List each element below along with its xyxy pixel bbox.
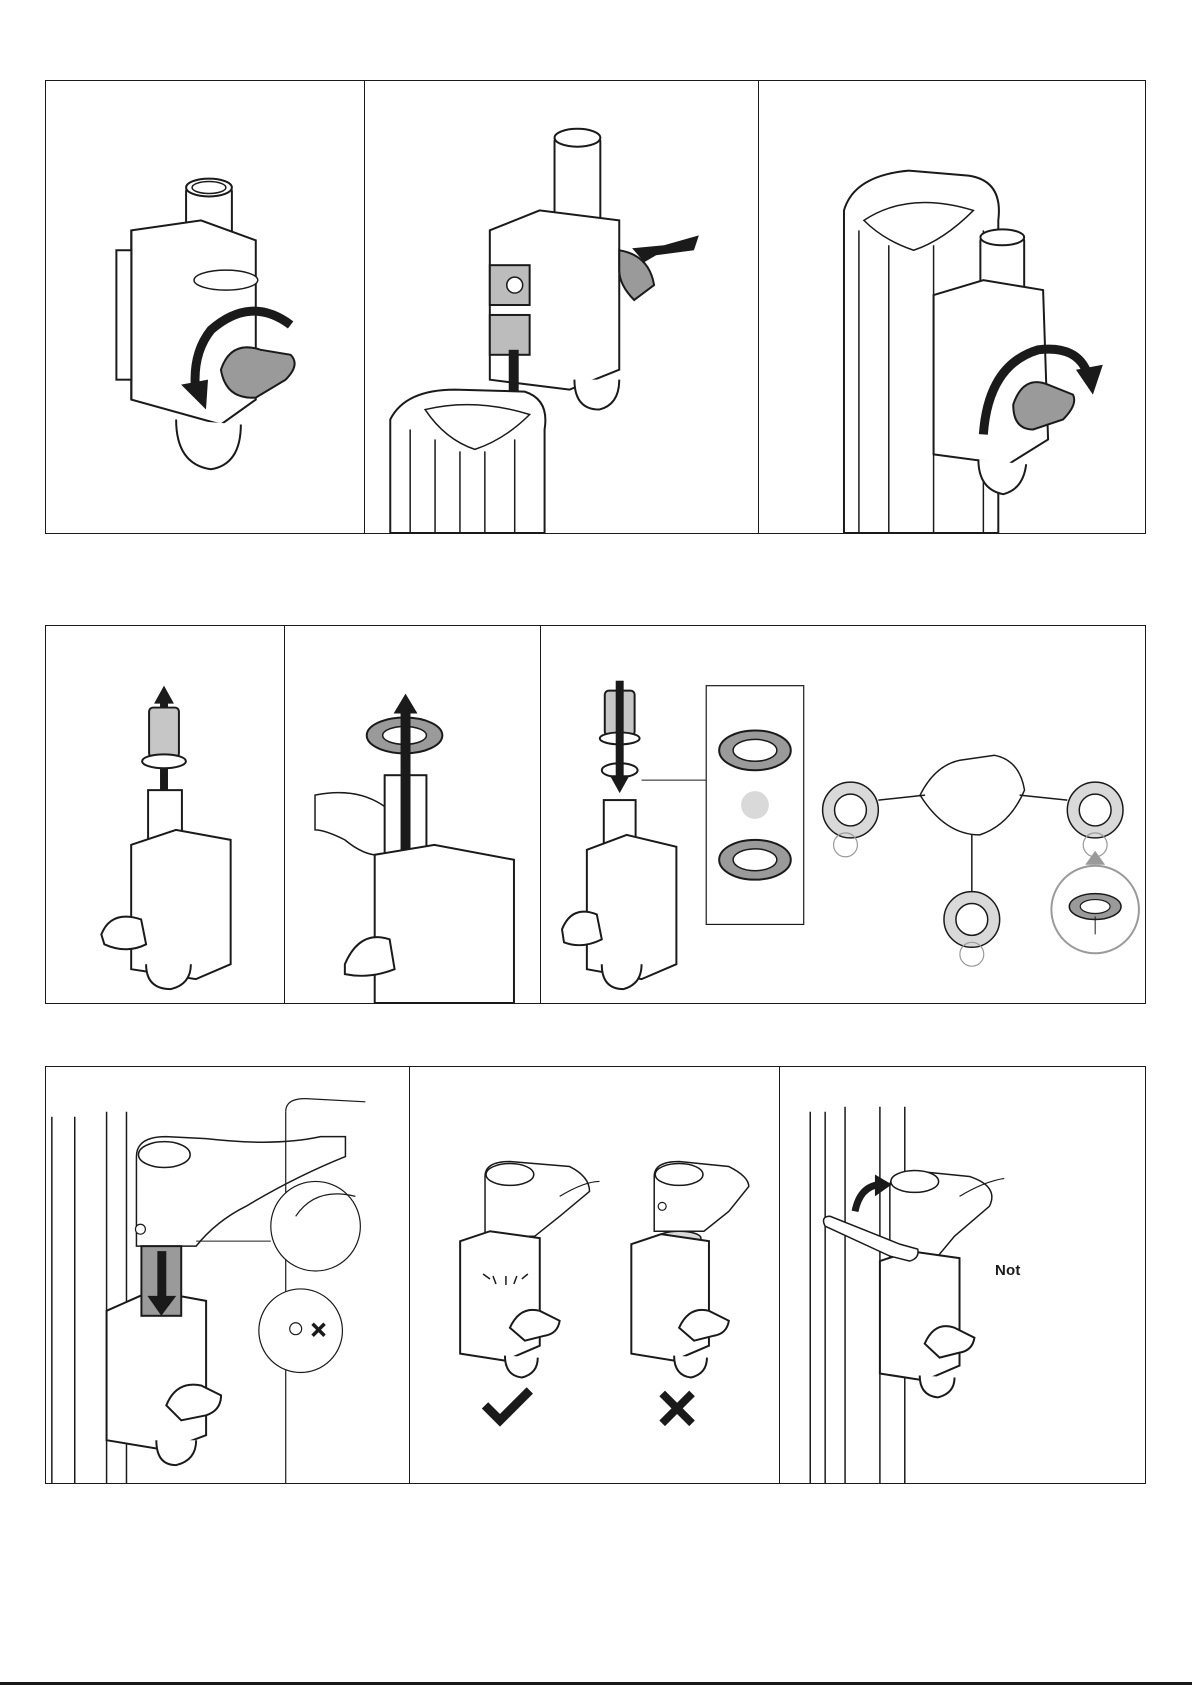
panel-remove-tube	[46, 626, 284, 1003]
cross-icon	[662, 1393, 692, 1423]
instruction-row-1	[45, 80, 1146, 534]
spacer-orientation-illustration	[541, 626, 1147, 1003]
not-note-label: Not	[995, 1262, 1021, 1279]
attach-to-profile-illustration	[365, 81, 758, 533]
loosen-knob-illustration	[46, 81, 364, 533]
panel-spacer-orientation	[540, 626, 1147, 1003]
panel-hex-key-tighten: Not	[779, 1067, 1147, 1483]
panel-tighten-knob	[758, 81, 1147, 533]
remove-tube-illustration	[46, 626, 284, 1003]
panel-attach-to-profile	[364, 81, 758, 533]
panel-remove-spacer-ring	[284, 626, 540, 1003]
hex-key-tighten-illustration	[780, 1067, 1147, 1483]
check-icon	[485, 1390, 530, 1420]
remove-spacer-ring-illustration	[285, 626, 540, 1003]
insert-tube-illustration	[46, 1067, 409, 1483]
panel-seating-check	[409, 1067, 779, 1483]
instruction-row-2	[45, 625, 1146, 1004]
tighten-knob-illustration	[759, 81, 1147, 533]
panel-insert-tube	[46, 1067, 409, 1483]
instruction-row-3: Not	[45, 1066, 1146, 1484]
seating-check-illustration	[410, 1067, 779, 1483]
panel-loosen-knob	[46, 81, 364, 533]
